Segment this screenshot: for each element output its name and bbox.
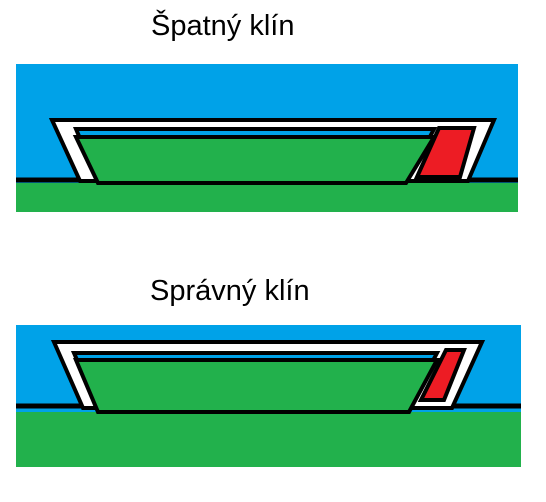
diagram-caption-correct-wedge: Správný klín (150, 275, 310, 307)
wedge-piece (413, 126, 477, 179)
wrong-wedge-diagram (16, 64, 518, 212)
inserted-ground-piece (72, 135, 438, 185)
diagram-caption-wrong-wedge: Špatný klín (151, 10, 295, 42)
correct-wedge-diagram (16, 325, 521, 467)
ground-band (16, 183, 518, 212)
wedge-piece (417, 348, 467, 402)
ground-band (16, 412, 521, 467)
inserted-ground-piece (72, 358, 441, 414)
